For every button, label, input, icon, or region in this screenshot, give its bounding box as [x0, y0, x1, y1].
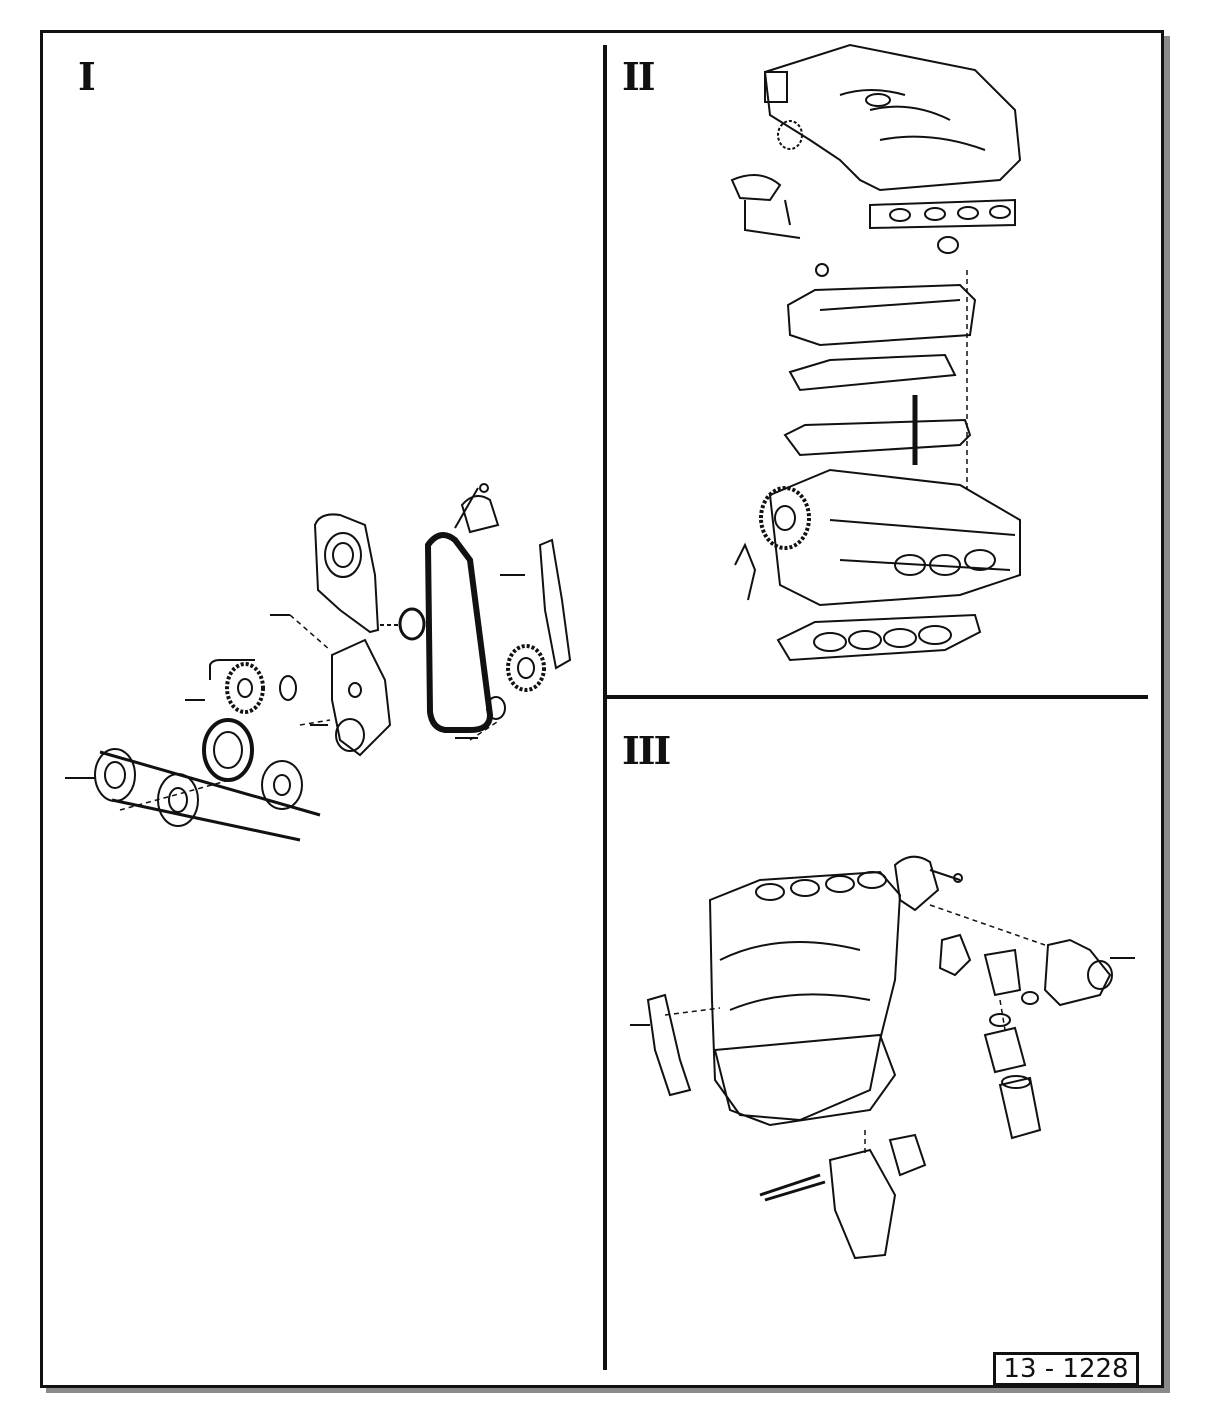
panel-label-3: III	[622, 728, 671, 773]
figure-reference-number: 13 - 1228	[993, 1352, 1139, 1386]
intake-cam-sprocket	[486, 644, 546, 720]
horizontal-divider	[603, 695, 1148, 699]
cylinder-head	[759, 468, 1021, 607]
panel-3-engine-block	[630, 855, 1135, 1260]
left-engine-mount	[646, 993, 692, 1097]
lower-timing-cover	[331, 638, 392, 757]
oil-filter	[983, 1013, 1042, 1140]
head-gasket-upper	[783, 418, 972, 457]
intake-manifold	[763, 43, 1022, 192]
panel-label-2: II	[622, 54, 656, 99]
throttle-sensor	[730, 174, 782, 202]
vertical-divider	[603, 45, 607, 1370]
timing-belt	[424, 532, 494, 733]
panel-2-cylinder-head	[730, 43, 1022, 662]
panel-1-timing-assembly	[65, 483, 572, 842]
frame-shadow-right	[1164, 36, 1170, 1392]
cam-sprocket	[185, 659, 297, 714]
valve-cover-gasket	[788, 353, 957, 392]
oil-pan	[713, 1033, 897, 1127]
head-gasket	[776, 613, 982, 662]
frame-shadow-bottom	[46, 1388, 1170, 1393]
valve-cover	[786, 283, 977, 347]
intake-gasket	[869, 198, 1016, 230]
distributor	[893, 855, 940, 912]
figure-frame	[40, 30, 1164, 1388]
panel-label-1: I	[78, 54, 96, 99]
engine-block	[708, 870, 902, 1122]
accessory-belt	[99, 750, 321, 842]
water-pump-housing	[938, 933, 1135, 1007]
lower-engine-mount	[759, 1133, 927, 1260]
crank-pulley	[65, 748, 136, 802]
belt-tensioner	[380, 607, 426, 641]
idler-pulley	[157, 773, 199, 827]
upper-timing-cover	[313, 513, 380, 634]
rear-cover-plate	[500, 538, 572, 670]
